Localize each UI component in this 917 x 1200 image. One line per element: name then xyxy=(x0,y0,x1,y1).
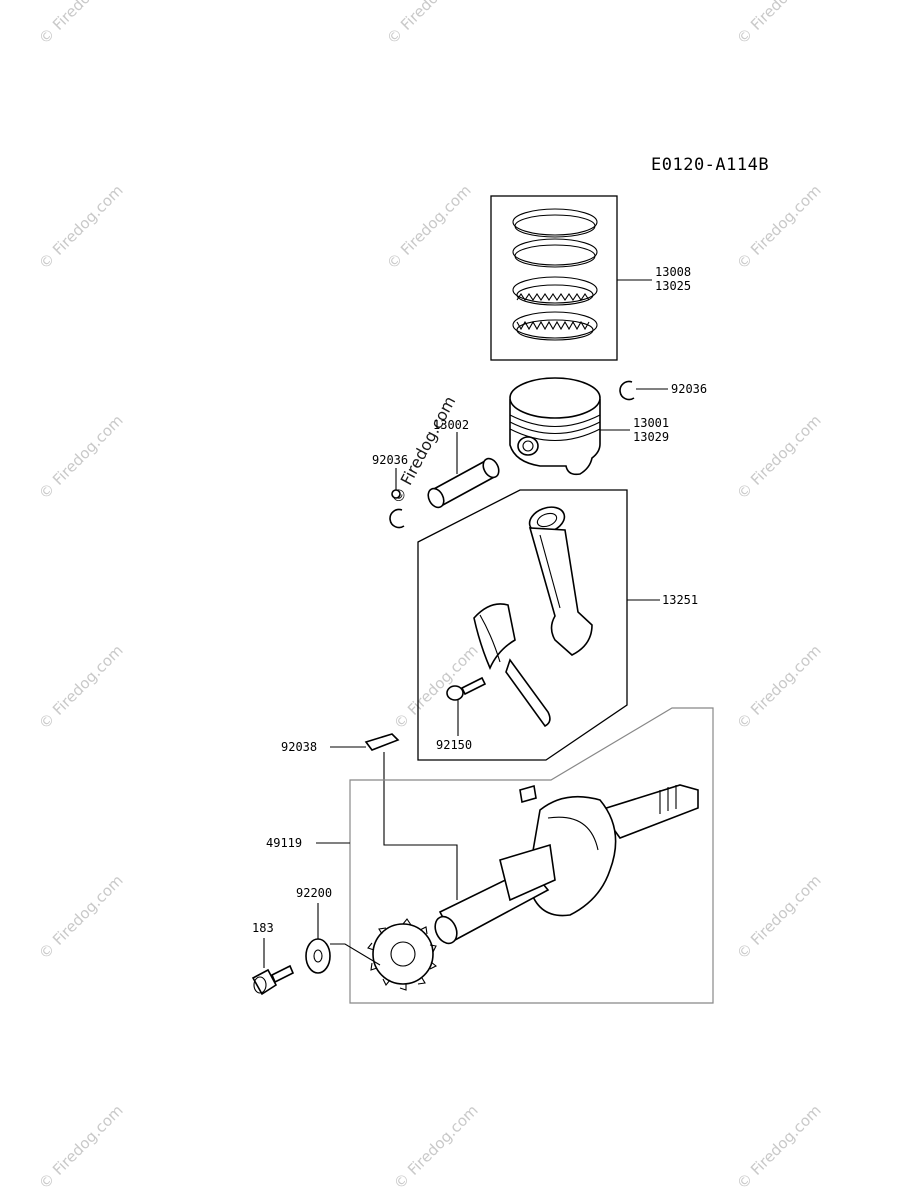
piston-pin-icon xyxy=(427,457,500,509)
watermark: © Firedog.com xyxy=(35,871,127,963)
watermark: © Firedog.com xyxy=(35,181,127,273)
watermark: © Firedog.com xyxy=(35,411,127,503)
label-92036-left: 92036 xyxy=(372,453,408,467)
watermark: © Firedog.com xyxy=(733,0,825,48)
watermark: © Firedog.com xyxy=(733,871,825,963)
leader-washer-gear xyxy=(330,943,381,966)
circlip-left-icon xyxy=(389,508,405,529)
watermark: © Firedog.com xyxy=(733,641,825,733)
washer-icon xyxy=(305,938,331,974)
watermark-layer: © Firedog.com © Firedog.com © Firedog.co… xyxy=(35,0,825,1193)
label-13029: 13029 xyxy=(633,430,669,444)
label-92036-right: 92036 xyxy=(671,382,707,396)
label-13001: 13001 xyxy=(633,416,669,430)
watermark: © Firedog.com xyxy=(733,411,825,503)
watermark: © Firedog.com xyxy=(35,641,127,733)
diagram-code: E0120-A114B xyxy=(651,155,769,175)
watermark: © Firedog.com xyxy=(383,181,475,273)
crankshaft-icon xyxy=(434,784,699,945)
leader-key-path xyxy=(383,752,458,900)
label-13025: 13025 xyxy=(655,279,691,293)
piston-rings-icon xyxy=(512,208,598,341)
label-13008: 13008 xyxy=(655,265,691,279)
watermark: © Firedog.com xyxy=(35,1101,127,1193)
label-92038: 92038 xyxy=(281,740,317,754)
gear-icon xyxy=(367,918,438,991)
piston-icon xyxy=(509,377,601,476)
connecting-rod-box xyxy=(417,489,628,761)
key-icon xyxy=(364,733,400,751)
label-92150: 92150 xyxy=(436,738,472,752)
label-183: 183 xyxy=(252,921,274,935)
connecting-rod-icon xyxy=(473,506,593,728)
watermark: © Firedog.com xyxy=(383,0,475,48)
label-49119: 49119 xyxy=(266,836,302,850)
watermark: © Firedog.com xyxy=(390,1101,482,1193)
crankshaft-box xyxy=(349,707,714,1004)
label-92200: 92200 xyxy=(296,886,332,900)
bolt-icon xyxy=(446,676,487,701)
watermark: © Firedog.com xyxy=(35,0,127,48)
watermark: © Firedog.com xyxy=(733,1101,825,1193)
bolt-183-icon xyxy=(251,964,295,996)
piston-ring-box xyxy=(490,195,618,361)
circlip-icon xyxy=(619,380,635,401)
marker-dot-icon xyxy=(391,489,401,499)
watermark: © Firedog.com xyxy=(733,181,825,273)
label-13251: 13251 xyxy=(662,593,698,607)
label-13002: 13002 xyxy=(433,418,469,432)
